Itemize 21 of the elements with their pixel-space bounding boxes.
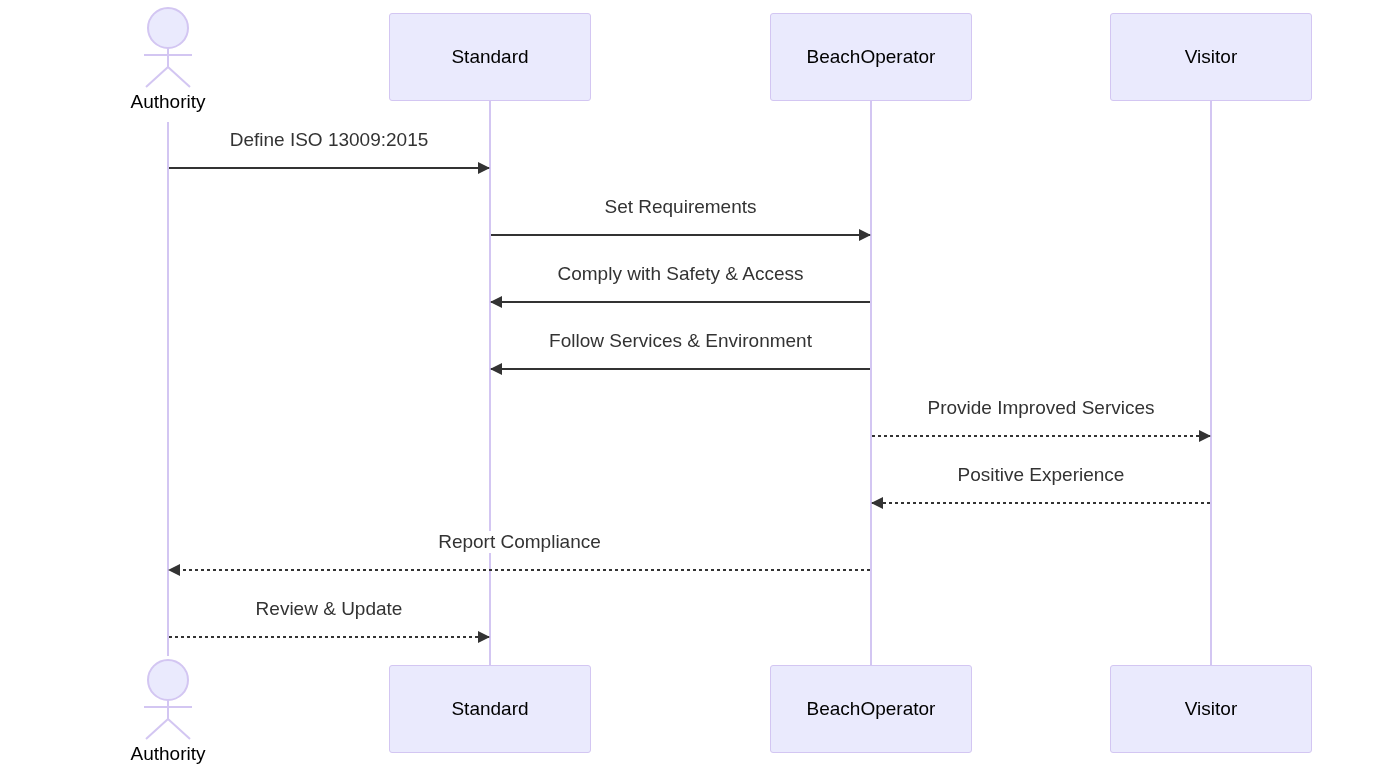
actor-name: Authority (129, 743, 207, 765)
message-arrow (168, 631, 490, 643)
actor-name: Authority (129, 91, 207, 113)
participant-box: Standard (389, 665, 591, 753)
message-arrow (871, 497, 1211, 509)
message-arrow (168, 162, 490, 174)
message-arrow (490, 296, 871, 308)
message-label: Report Compliance (436, 531, 603, 553)
lifeline (489, 101, 491, 665)
participant-box: Visitor (1110, 665, 1312, 753)
message-arrow (490, 363, 871, 375)
participant-box: Standard (389, 13, 591, 101)
message-arrow (871, 430, 1211, 442)
lifeline (167, 122, 169, 656)
message-arrow (490, 229, 871, 241)
participant-box: BeachOperator (770, 13, 972, 101)
participant-box: Visitor (1110, 13, 1312, 101)
lifeline (870, 101, 872, 665)
message-arrow (168, 564, 871, 576)
lifeline (1210, 101, 1212, 665)
participant-box: BeachOperator (770, 665, 972, 753)
